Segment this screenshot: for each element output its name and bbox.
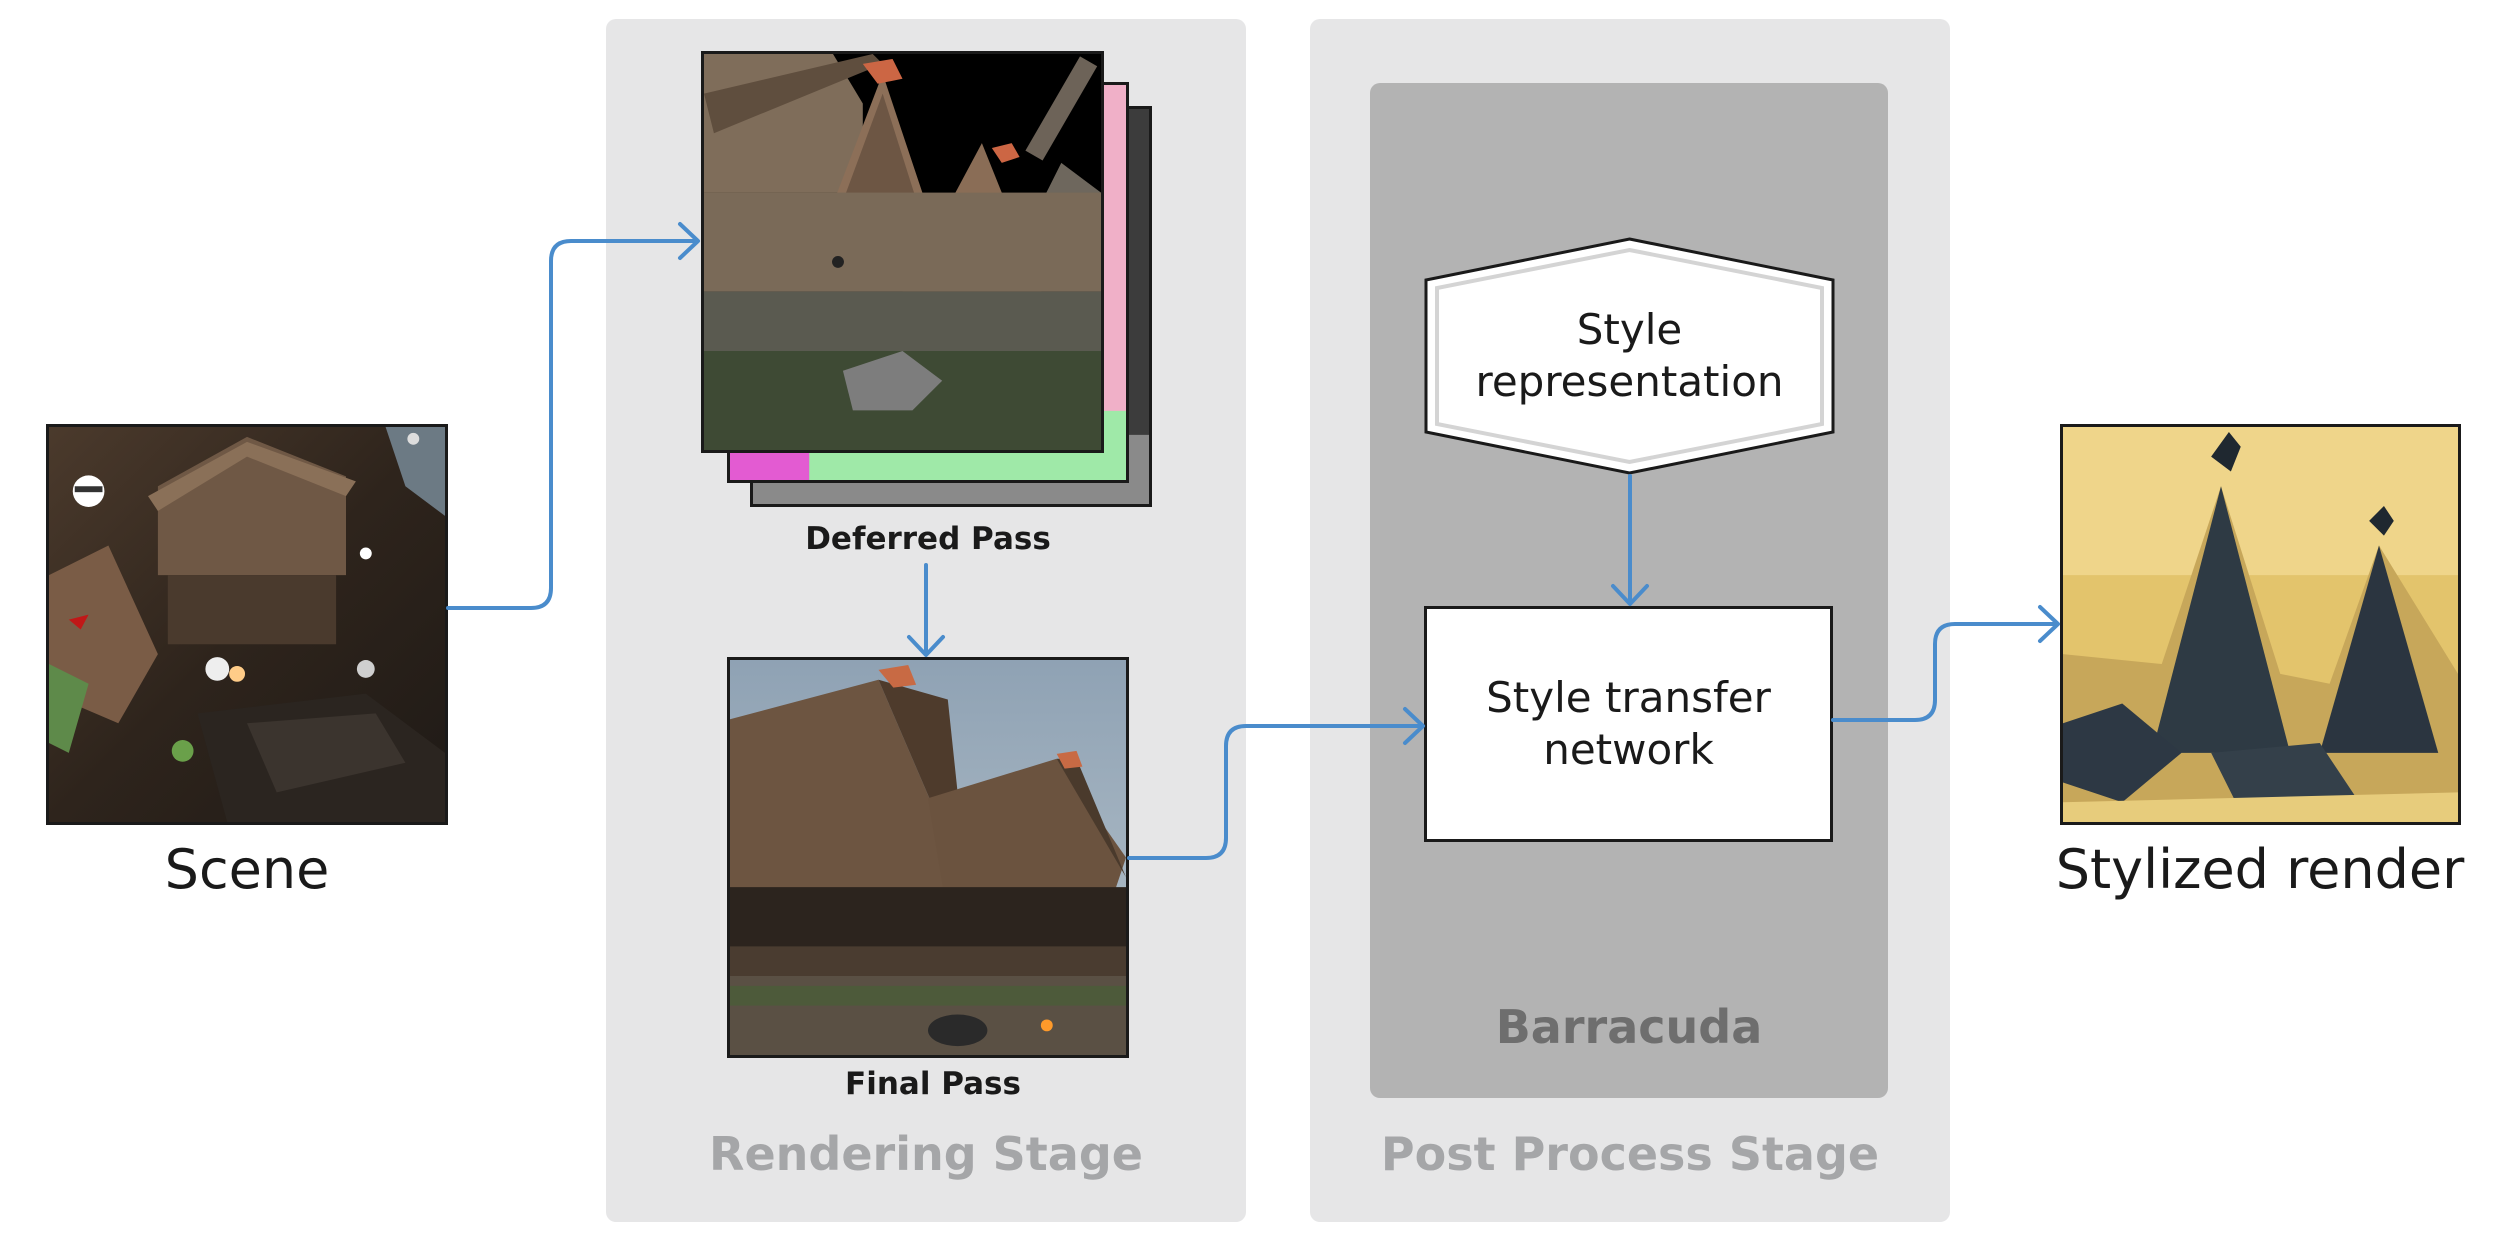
stylized-render-image <box>2060 424 2461 825</box>
post-process-stage-title: Post Process Stage <box>1380 1127 1880 1181</box>
stylized-render-label: Stylized render <box>2055 838 2465 901</box>
style-transfer-network-box <box>1424 606 1833 842</box>
final-pass-label: Final Pass <box>845 1066 1021 1102</box>
style-representation-text: Style representation <box>1422 236 1837 476</box>
deferred-pass-image <box>701 51 1104 453</box>
final-pass-image <box>727 657 1129 1058</box>
scene-image <box>46 424 448 825</box>
barracuda-title: Barracuda <box>1495 1000 1763 1054</box>
arrowhead-network-to-stylized <box>2038 605 2060 643</box>
style-representation-hexagon <box>1424 237 1835 475</box>
scene-label: Scene <box>164 838 330 901</box>
deferred-pass-label: Deferred Pass <box>805 521 1051 557</box>
style-representation-line1: Style <box>1576 305 1683 354</box>
style-representation-line2: representation <box>1475 357 1784 406</box>
style-transfer-network-text: Style transfer network <box>1424 606 1833 842</box>
style-transfer-network-line2: network <box>1543 725 1714 774</box>
rendering-stage-title: Rendering Stage <box>709 1127 1143 1181</box>
style-transfer-network-line1: Style transfer <box>1486 673 1771 722</box>
